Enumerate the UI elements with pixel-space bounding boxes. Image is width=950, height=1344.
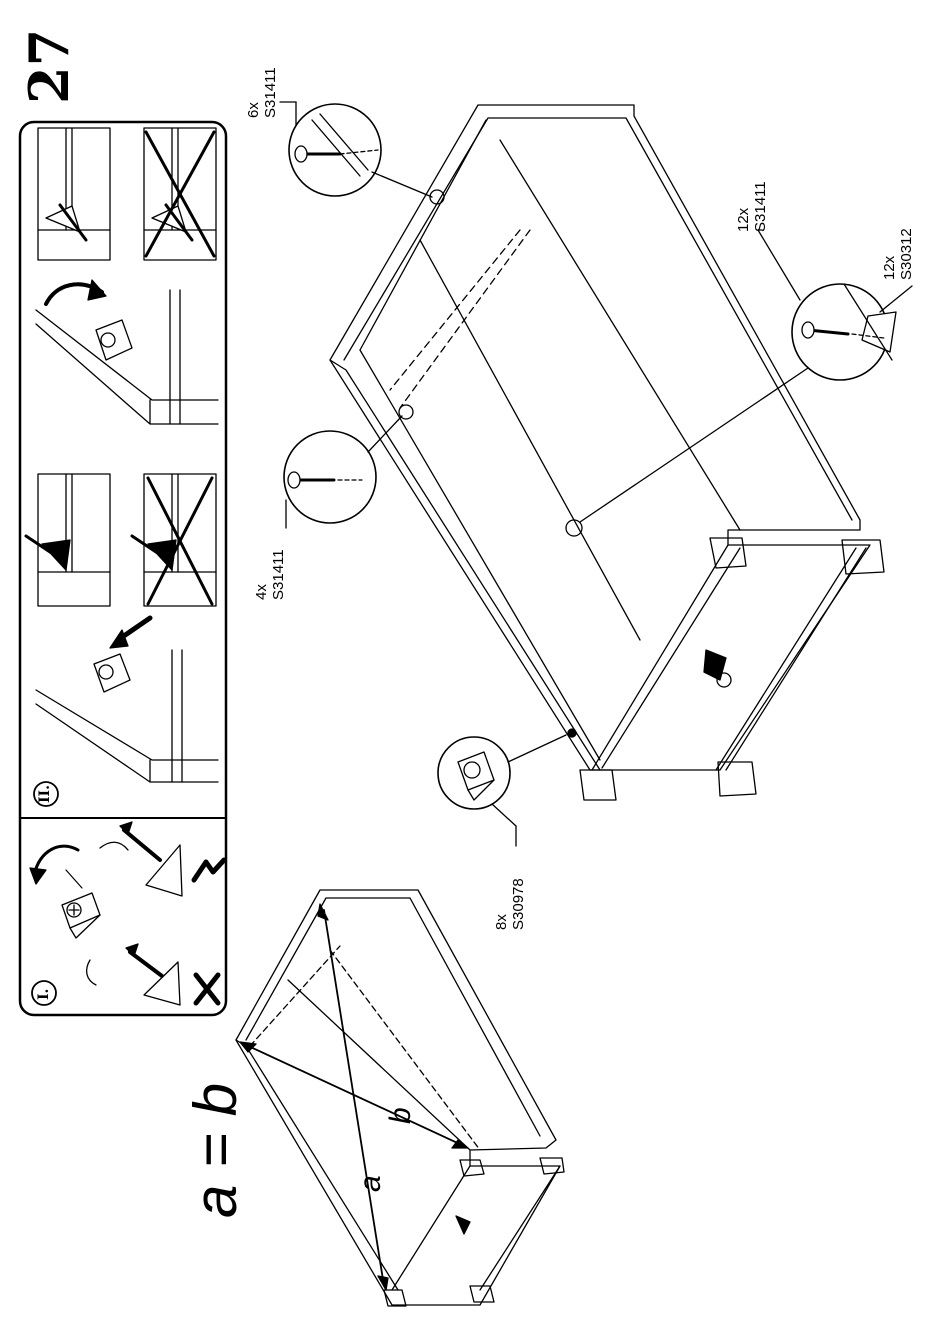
callout-12x-screw-label: 12x S31411 (736, 181, 769, 232)
callout-12x-plate-label: 12x S30312 (882, 228, 915, 280)
callout-12x-plate-qty: 12x (882, 228, 899, 280)
small-cabinet-diagram (236, 890, 564, 1306)
diagonal-equation: a = b (186, 1083, 246, 1218)
callout-detail-12x (580, 230, 912, 522)
step-number: 27 (22, 29, 76, 104)
screw-icon (126, 944, 180, 1005)
diagonal-label-b: b (386, 1107, 416, 1124)
callout-4x-part: S31411 (271, 549, 288, 600)
rotate-arrow-icon (87, 960, 96, 985)
section-two-diagrams (26, 128, 218, 806)
callout-6x-part: S31411 (263, 67, 280, 118)
wrong-cross-icon (146, 132, 214, 256)
diagonal-label-a: a (356, 1175, 386, 1192)
callout-12x-screw-qty: 12x (736, 181, 753, 232)
callout-12x-plate-part: S30312 (899, 228, 916, 280)
callout-6x-label: 6x S31411 (246, 67, 279, 118)
rotate-arrow-icon (100, 842, 128, 850)
callout-8x-qty: 8x (494, 878, 511, 930)
callout-6x-qty: 6x (246, 67, 263, 118)
callout-detail-4x (284, 416, 402, 528)
callout-12x-screw-part: S31411 (753, 181, 770, 232)
callout-4x-qty: 4x (254, 549, 271, 600)
correct-check-icon (194, 860, 224, 880)
callout-8x-label: 8x S30978 (494, 878, 527, 930)
large-cabinet-diagram (330, 105, 884, 800)
screw-icon (120, 822, 182, 896)
instruction-panel (20, 122, 226, 1015)
callout-8x-part: S30978 (511, 878, 528, 930)
cam-lock-icon (62, 893, 100, 938)
section-two-label: II. (38, 785, 52, 803)
wrong-cross-icon (148, 478, 212, 604)
section-one-label: I. (37, 989, 51, 1000)
callout-detail-8x (438, 735, 566, 846)
rotate-arrow-icon (30, 846, 82, 888)
section-one-diagrams (30, 822, 224, 1005)
callout-detail-6x (280, 102, 432, 197)
wrong-cross-icon (196, 975, 218, 1003)
callout-4x-label: 4x S31411 (254, 549, 287, 600)
